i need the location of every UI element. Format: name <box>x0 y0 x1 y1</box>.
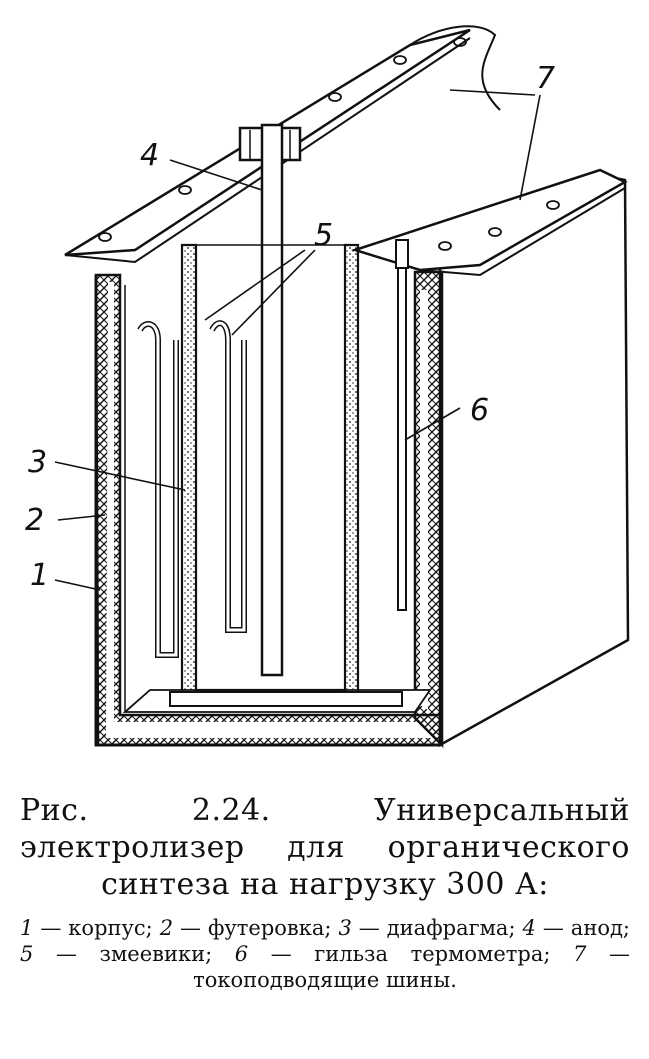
legend-item: 6 — гильза термометра; <box>235 942 551 966</box>
label-3: 3 <box>28 445 47 480</box>
legend-item: 7 — токоподводящие шины. <box>193 942 630 992</box>
figure-caption: Рис. 2.24. Универсальный электролизер дл… <box>20 792 630 993</box>
diaphragm <box>169 243 403 707</box>
legend-number: 1 <box>20 916 34 940</box>
legend-text: — корпус; <box>33 916 153 940</box>
legend-number: 4 <box>522 916 536 940</box>
label-2: 2 <box>25 503 44 538</box>
label-4: 4 <box>140 138 159 173</box>
thermometer-sleeve <box>395 239 409 611</box>
legend-item: 2 — футеровка; <box>160 916 332 940</box>
current-bus-right <box>350 168 628 277</box>
legend-text: — змеевики; <box>33 942 213 966</box>
leader-lines <box>54 89 541 591</box>
label-7: 7 <box>536 61 555 96</box>
anode <box>238 123 302 677</box>
label-6: 6 <box>470 393 489 428</box>
legend-item: 3 — диафрагма; <box>338 916 515 940</box>
legend-text: — токоподводящие шины. <box>193 942 630 992</box>
legend-item: 4 — анод; <box>523 916 630 940</box>
legend-text: — гильза термометра; <box>248 942 551 966</box>
caption-legend: 1 — корпус; 2 — футеровка; 3 — диафрагма… <box>20 915 630 993</box>
legend-number: 6 <box>234 942 249 966</box>
legend-number: 3 <box>338 916 352 940</box>
caption-title: Рис. 2.24. Универсальный электролизер дл… <box>20 793 630 902</box>
legend-number: 5 <box>20 942 34 966</box>
label-5: 5 <box>314 218 333 253</box>
coil-left <box>137 321 179 658</box>
legend-text: — диафрагма; <box>351 916 516 940</box>
label-1: 1 <box>30 558 49 593</box>
legend-text: — анод; <box>535 916 630 940</box>
legend-text: — футеровка; <box>173 916 332 940</box>
legend-number: 2 <box>159 916 174 940</box>
electrolyzer-diagram: 1 2 3 4 5 6 7 <box>25 25 630 749</box>
legend-item: 1 — корпус; <box>20 916 153 940</box>
legend-number: 7 <box>573 942 587 966</box>
legend-item: 5 — змеевики; <box>20 942 212 966</box>
coil-right <box>209 320 247 633</box>
